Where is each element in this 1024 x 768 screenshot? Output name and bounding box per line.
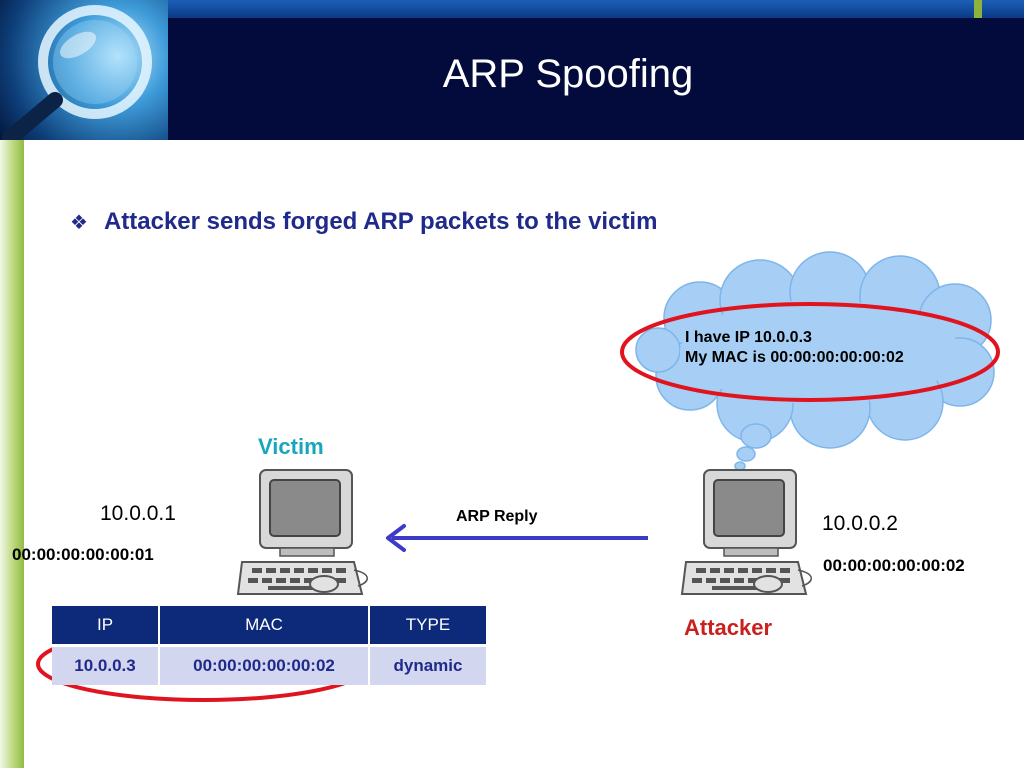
cloud-line-ip: I have IP 10.0.0.3 bbox=[685, 329, 812, 346]
arp-reply-label: ARP Reply bbox=[456, 508, 538, 525]
attacker-computer-icon bbox=[680, 469, 812, 595]
victim-mac: 00:00:00:00:00:01 bbox=[12, 545, 154, 564]
victim-computer-icon bbox=[236, 469, 368, 595]
cloud-message: I have IP 10.0.0.3 My MAC is 00:00:00:00… bbox=[685, 328, 904, 368]
magnifier-icon bbox=[2, 5, 152, 140]
diamond-bullet-icon: ❖ bbox=[70, 211, 88, 234]
thought-cloud bbox=[635, 251, 995, 471]
header-top-bar bbox=[168, 0, 1024, 18]
victim-label: Victim bbox=[258, 434, 324, 459]
table-header-mac: MAC bbox=[159, 606, 370, 646]
arp-reply-arrow bbox=[386, 524, 648, 552]
left-accent-bar bbox=[0, 140, 24, 768]
table-row: 10.0.0.3 00:00:00:00:00:02 dynamic bbox=[52, 644, 486, 685]
slide-header bbox=[0, 0, 1024, 140]
attacker-label: Attacker bbox=[684, 615, 773, 640]
magnifier-image bbox=[0, 0, 168, 140]
table-cell-mac: 00:00:00:00:00:02 bbox=[159, 644, 370, 685]
attacker-mac: 00:00:00:00:00:02 bbox=[823, 556, 965, 575]
bullet-text: Attacker sends forged ARP packets to the… bbox=[103, 208, 658, 235]
bullet-point: ❖ Attacker sends forged ARP packets to t… bbox=[70, 208, 657, 236]
cloud-line-mac: My MAC is 00:00:00:00:00:02 bbox=[685, 349, 904, 366]
table-cell-type: dynamic bbox=[369, 644, 486, 685]
victim-ip: 10.0.0.1 bbox=[100, 502, 176, 525]
attacker-ip: 10.0.0.2 bbox=[822, 512, 898, 535]
cloud-highlight-ring bbox=[620, 302, 1000, 402]
arp-cache-table: IP MAC TYPE 10.0.0.3 00:00:00:00:00:02 d… bbox=[52, 606, 486, 685]
slide-title: ARP Spoofing bbox=[442, 52, 694, 96]
table-cell-ip: 10.0.0.3 bbox=[52, 644, 160, 685]
table-header-ip: IP bbox=[52, 606, 160, 646]
header-accent-strip bbox=[974, 0, 982, 18]
table-header-type: TYPE bbox=[369, 606, 486, 646]
table-header-row: IP MAC TYPE bbox=[52, 606, 486, 646]
